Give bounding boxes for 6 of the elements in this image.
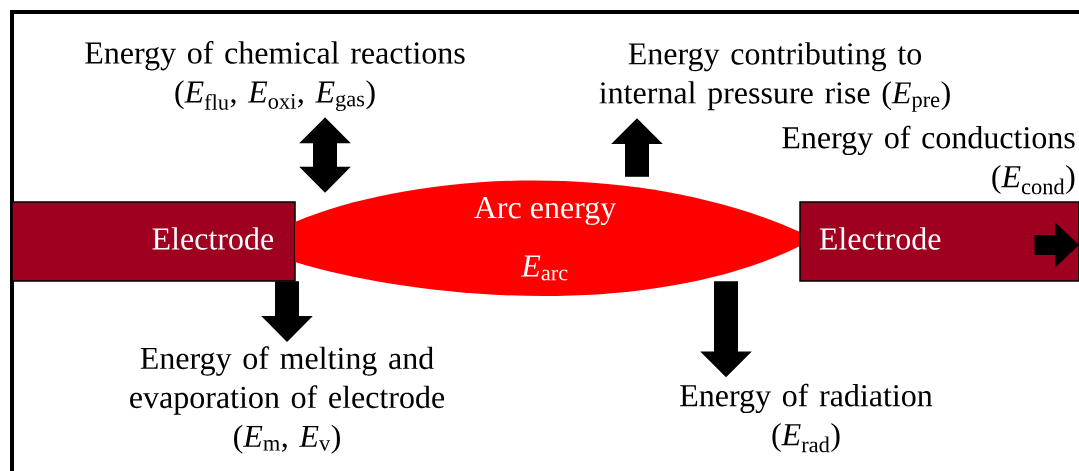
electrode-box: Electrode [11,201,296,282]
electrode-box: Electrode [799,201,1079,282]
energy-label: Energy contributing to internal pressure rise (E$_{pre}$) [599,42,950,112]
energy-label: Energy of chemical reactions (E$_{flu}$, E$_{oxi}$, E$_{gas}$) [85,40,465,112]
energy-label: Energy of melting and evaporation of electrode (E$_{m}$, E$_{v}$) [130,346,445,454]
energy-label: Energy of radiation (E$_{rad}$) [680,383,933,453]
